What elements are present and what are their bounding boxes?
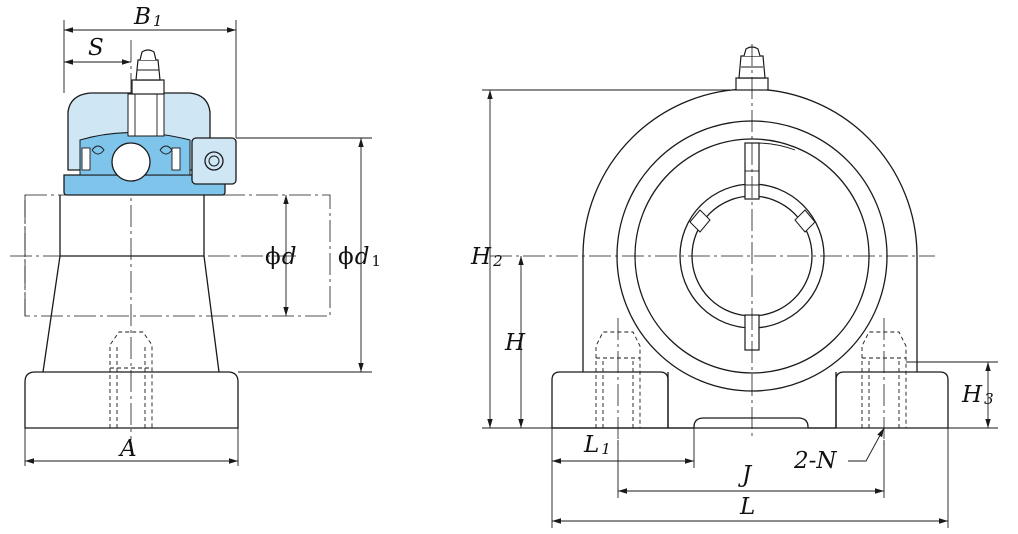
side-base	[24, 371, 239, 429]
side-grease-nipple-icon	[131, 49, 165, 95]
label-s: S	[88, 35, 104, 61]
side-insert	[63, 174, 226, 196]
front-base	[551, 371, 669, 429]
label-j: J	[738, 462, 753, 488]
side-view	[10, 20, 372, 466]
label-phi-d: ϕd	[265, 244, 296, 270]
label-a: A	[118, 436, 137, 462]
side-ball	[111, 142, 151, 182]
side-bolt-hole	[109, 331, 153, 428]
front-view	[482, 44, 998, 528]
label-l: L	[739, 494, 755, 520]
side-dimensions	[25, 27, 364, 464]
front-dimensions	[487, 90, 991, 524]
label-h: H	[504, 330, 526, 356]
label-2n: 2-N	[793, 448, 837, 474]
